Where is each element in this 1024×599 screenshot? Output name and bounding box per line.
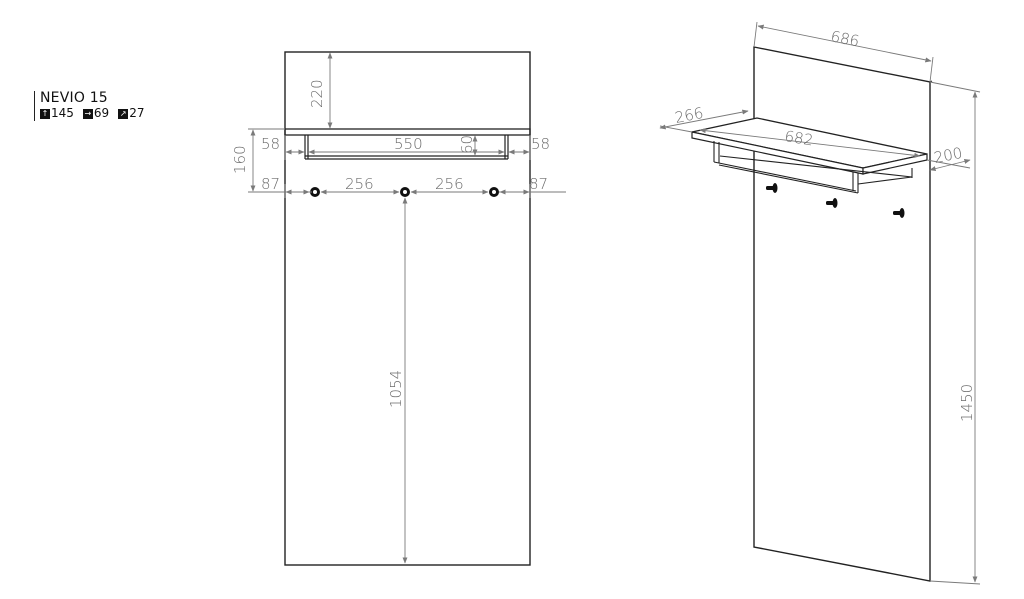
dim-550: 550 — [394, 135, 423, 153]
dim-line-200 — [929, 158, 971, 172]
dim-line-686 — [757, 24, 932, 63]
iso-hook-center — [826, 198, 838, 208]
dim-256-a: 256 — [345, 175, 374, 193]
product-name: NEVIO 15 — [40, 90, 108, 106]
dim-58-left: 58 — [261, 135, 280, 153]
dim-58-right: 58 — [531, 135, 550, 153]
dim-line-266 — [659, 109, 749, 130]
front-panel — [284, 51, 531, 566]
dim-line-682 — [699, 128, 921, 158]
depth-value: 27 — [129, 106, 145, 120]
front-view: 220 160 58 550 60 58 87 256 256 87 1054 — [231, 51, 566, 566]
arrow-right-icon: → — [82, 108, 93, 119]
dim-1450: 1450 — [958, 384, 976, 422]
arrow-diagonal-icon: ↗ — [118, 108, 129, 119]
iso-view: 686 266 682 200 1450 — [659, 21, 981, 585]
arrow-up-icon: ↑ — [40, 108, 50, 119]
iso-rail — [713, 141, 913, 194]
dim-266: 266 — [673, 104, 705, 127]
dim-686: 686 — [829, 27, 861, 50]
dim-160: 160 — [231, 145, 249, 174]
dim-87-left: 87 — [261, 175, 280, 193]
dim-60: 60 — [458, 135, 476, 154]
dim-1054: 1054 — [387, 370, 405, 408]
front-rail — [304, 135, 509, 160]
front-shelf — [284, 128, 531, 136]
dim-200: 200 — [932, 144, 964, 167]
width-value: 69 — [93, 106, 110, 120]
dim-87-right: 87 — [529, 175, 548, 193]
front-hooks — [310, 187, 499, 197]
product-label: NEVIO 15 ↑ 145 → 69 ↗ 27 — [34, 91, 144, 121]
dim-256-b: 256 — [435, 175, 464, 193]
iso-hooks — [766, 183, 905, 218]
dim-682: 682 — [783, 127, 814, 149]
dim-220: 220 — [308, 79, 326, 108]
iso-hook-left — [766, 183, 778, 193]
iso-hook-right — [893, 208, 905, 218]
product-dimensions: ↑ 145 → 69 ↗ 27 — [40, 106, 144, 121]
height-value: 145 — [51, 106, 74, 120]
